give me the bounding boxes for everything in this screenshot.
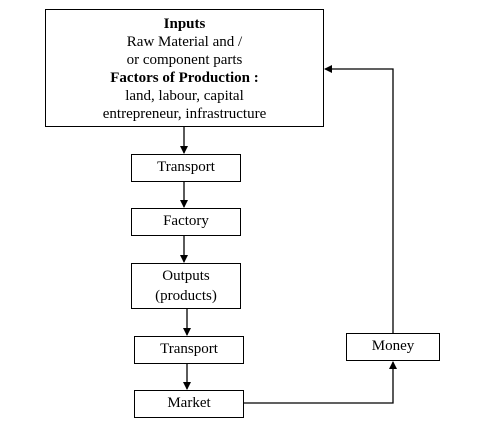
factory-box: Factory bbox=[131, 208, 241, 236]
money-box: Money bbox=[346, 333, 440, 361]
factors-entrepreneur-infrastructure: entrepreneur, infrastructure bbox=[102, 106, 267, 122]
inputs-component-parts: or component parts bbox=[126, 52, 243, 68]
money-label: Money bbox=[371, 338, 415, 355]
market-box: Market bbox=[134, 390, 244, 418]
inputs-heading: Inputs bbox=[163, 16, 206, 32]
factors-land-labour-capital: land, labour, capital bbox=[125, 88, 244, 104]
factory-label: Factory bbox=[163, 213, 209, 230]
transport-label-2: Transport bbox=[160, 341, 218, 358]
transport-box-1: Transport bbox=[131, 154, 241, 182]
transport-box-2: Transport bbox=[134, 336, 244, 364]
arrow-market-to-money bbox=[244, 361, 397, 404]
outputs-box: Outputs (products) bbox=[131, 263, 241, 309]
inputs-raw-material: Raw Material and / bbox=[126, 34, 243, 50]
inputs-box: Inputs Raw Material and / or component p… bbox=[45, 9, 324, 127]
outputs-products-label: (products) bbox=[155, 288, 217, 304]
arrow-money-to-inputs bbox=[324, 65, 394, 333]
market-label: Market bbox=[167, 395, 211, 412]
factors-of-production-heading: Factors of Production : bbox=[110, 70, 259, 86]
outputs-label: Outputs bbox=[162, 268, 210, 284]
transport-label-1: Transport bbox=[157, 159, 215, 176]
